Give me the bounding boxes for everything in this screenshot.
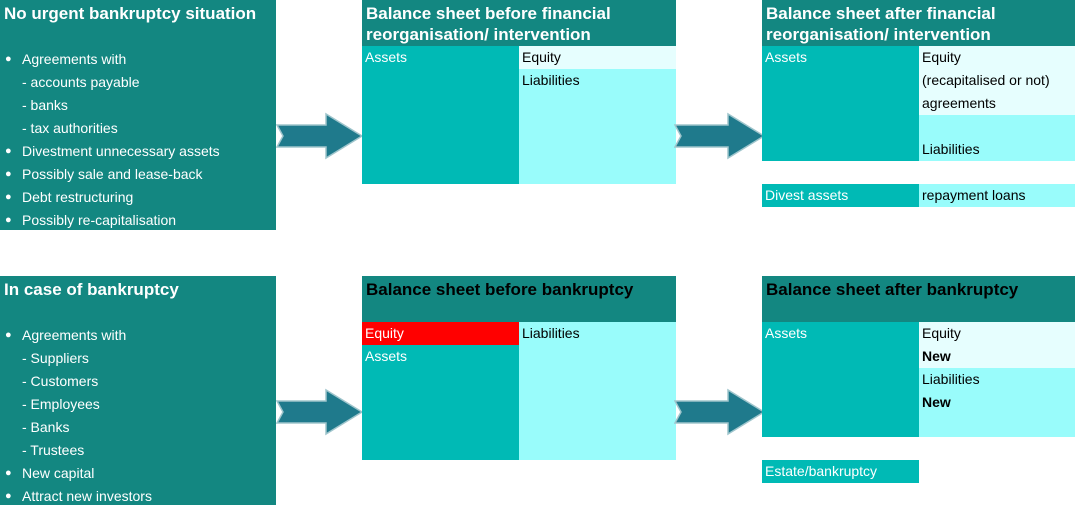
after-bankruptcy-title-box: Balance sheet after bankruptcy <box>762 276 1075 322</box>
list-item: - Trustees <box>22 442 85 458</box>
divest-assets-box: Divest assets <box>762 184 919 207</box>
after-reorg-title-line2: reorganisation/ intervention <box>766 25 991 44</box>
after-reorg-equity: Equity (recapitalised or not) agreements <box>919 46 1075 115</box>
list-item: - Employees <box>22 396 100 412</box>
no-urgent-bankruptcy-title: No urgent bankruptcy situation <box>4 4 257 23</box>
after-bankruptcy-assets: Assets <box>762 322 919 437</box>
estate-bankruptcy-box: Estate/bankruptcy <box>762 460 919 483</box>
no-urgent-bankruptcy-list: Agreements with - accounts payable - banks… <box>0 48 220 232</box>
after-reorg-title-line1: Balance sheet after financial <box>766 4 996 23</box>
after-bankruptcy-new-liabilities-label: New <box>922 394 951 410</box>
repayment-loans-label: repayment loans <box>922 187 1026 203</box>
list-item: Possibly re-capitalisation <box>0 209 220 232</box>
list-item: - tax authorities <box>22 120 118 136</box>
before-bankruptcy-title-box: Balance sheet before bankruptcy <box>362 276 676 322</box>
before-bankruptcy-title: Balance sheet before bankruptcy <box>366 280 634 299</box>
before-reorg-equity: Equity <box>519 46 676 69</box>
list-item: Agreements with <box>0 48 220 71</box>
list-item: - Banks <box>22 419 70 435</box>
before-reorg-title-line2: reorganisation/ intervention <box>366 25 591 44</box>
before-reorg-title-box: Balance sheet before financial reorganis… <box>362 0 676 46</box>
before-reorg-liabilities-label: Liabilities <box>522 72 580 88</box>
list-item: Debt restructuring <box>0 186 220 209</box>
divest-assets-label: Divest assets <box>765 187 849 203</box>
after-bankruptcy-liabilities: Liabilities New <box>919 368 1075 437</box>
estate-bankruptcy-label: Estate/bankruptcy <box>765 463 878 479</box>
list-item: - Suppliers <box>22 350 89 366</box>
before-bankruptcy-assets: Assets <box>362 345 519 460</box>
before-reorg-assets: Assets <box>362 46 519 184</box>
after-bankruptcy-equity: Equity New <box>919 322 1075 368</box>
before-reorg-equity-label: Equity <box>522 49 561 65</box>
after-reorg-recap-label: (recapitalised or not) <box>922 72 1050 88</box>
before-reorg-assets-label: Assets <box>365 49 408 65</box>
after-bankruptcy-title: Balance sheet after bankruptcy <box>766 280 1019 299</box>
list-item: Divestment unnecessary assets <box>0 140 220 163</box>
right-arrow-icon <box>276 388 364 436</box>
list-item: - accounts payable <box>22 74 140 90</box>
no-urgent-bankruptcy-box: No urgent bankruptcy situation Agreement… <box>0 0 276 232</box>
after-reorg-assets-label: Assets <box>765 49 808 65</box>
after-reorg-title-box: Balance sheet after financial reorganisa… <box>762 0 1075 46</box>
before-reorg-liabilities: Liabilities <box>519 69 676 184</box>
after-bankruptcy-liabilities-label: Liabilities <box>922 371 980 387</box>
before-bankruptcy-equity-label: Equity <box>365 325 404 341</box>
before-bankruptcy-liabilities-label: Liabilities <box>522 325 580 341</box>
list-item: Agreements with <box>0 324 152 347</box>
bankruptcy-title: In case of bankruptcy <box>4 280 179 299</box>
after-reorg-liabilities-label: Liabilities <box>922 141 980 157</box>
repayment-loans-box: repayment loans <box>919 184 1075 207</box>
list-item: - banks <box>22 97 68 113</box>
bankruptcy-list: Agreements with - Suppliers - Customers - E… <box>0 324 152 508</box>
list-item: New capital <box>0 462 152 485</box>
bankruptcy-box: In case of bankruptcy Agreements with - S… <box>0 276 276 508</box>
after-bankruptcy-new-equity-label: New <box>922 348 951 364</box>
after-bankruptcy-equity-label: Equity <box>922 325 961 341</box>
before-bankruptcy-assets-label: Assets <box>365 348 408 364</box>
after-reorg-agreements-label: agreements <box>922 95 996 111</box>
right-arrow-icon <box>674 388 766 436</box>
before-bankruptcy-liabilities: Liabilities <box>519 322 676 460</box>
list-item: Attract new investors <box>0 485 152 508</box>
right-arrow-icon <box>674 112 766 160</box>
after-reorg-equity-label: Equity <box>922 49 961 65</box>
list-item: Possibly sale and lease-back <box>0 163 220 186</box>
before-reorg-title-line1: Balance sheet before financial <box>366 4 611 23</box>
after-reorg-liabilities: Liabilities <box>919 115 1075 161</box>
after-bankruptcy-assets-label: Assets <box>765 325 808 341</box>
right-arrow-icon <box>276 112 364 160</box>
list-item: - Customers <box>22 373 99 389</box>
after-reorg-assets: Assets <box>762 46 919 161</box>
before-bankruptcy-equity: Equity <box>362 322 519 345</box>
